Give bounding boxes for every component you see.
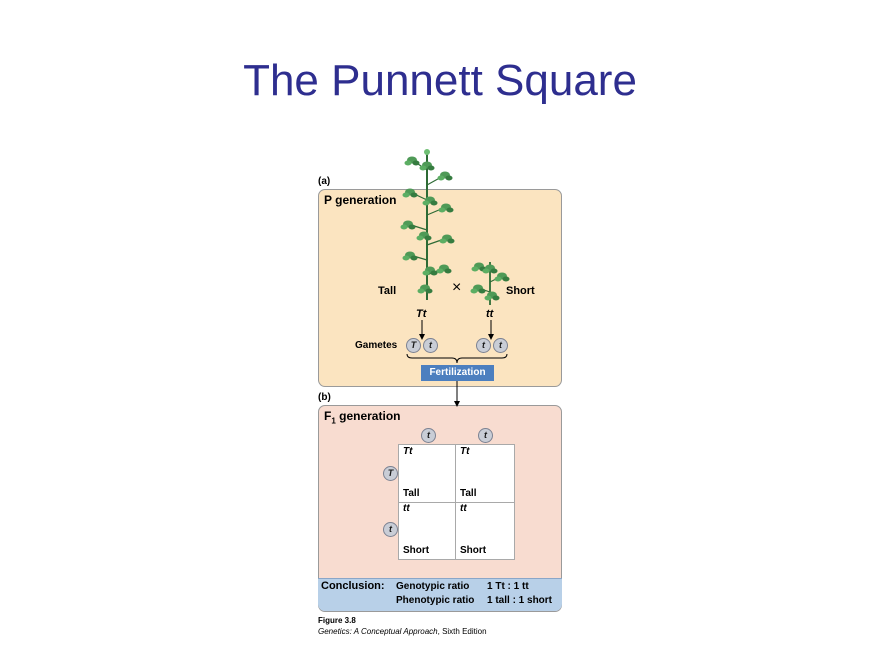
punnett-grid [398,444,515,560]
book-title: Genetics: A Conceptual Approach [318,627,438,636]
genotypic-ratio-value: 1 Tt : 1 tt [487,581,529,592]
cell-genotype: Tt [403,446,412,457]
short-genotype: tt [486,308,493,320]
gamete-allele: T [406,338,421,353]
phenotypic-ratio-label: Phenotypic ratio [396,595,474,606]
row-allele: t [383,522,398,537]
row-allele: T [383,466,398,481]
grid-divider-horizontal [399,502,514,503]
cell-genotype: tt [460,503,467,514]
short-label: Short [506,285,535,297]
cross-symbol: × [452,279,461,297]
cell-phenotype: Short [460,545,486,556]
short-plant-icon [471,262,510,305]
column-allele: t [478,428,493,443]
column-allele: t [421,428,436,443]
tall-genotype: Tt [416,308,426,320]
book-edition: , Sixth Edition [438,627,487,636]
phenotypic-ratio-value: 1 tall : 1 short [487,595,552,606]
cell-phenotype: Tall [403,488,419,499]
cell-genotype: Tt [460,446,469,457]
tall-plant-icon [401,149,455,300]
gamete-allele: t [476,338,491,353]
fertilization-box: Fertilization [421,365,494,381]
figure-source: Genetics: A Conceptual Approach, Sixth E… [318,627,487,636]
cell-genotype: tt [403,503,410,514]
tall-label: Tall [378,285,396,297]
cell-phenotype: Short [403,545,429,556]
cell-phenotype: Tall [460,488,476,499]
gamete-allele: t [423,338,438,353]
gametes-label: Gametes [355,340,397,351]
conclusion-label: Conclusion: [321,580,385,592]
figure-number: Figure 3.8 [318,616,356,625]
gamete-allele: t [493,338,508,353]
genotypic-ratio-label: Genotypic ratio [396,581,469,592]
